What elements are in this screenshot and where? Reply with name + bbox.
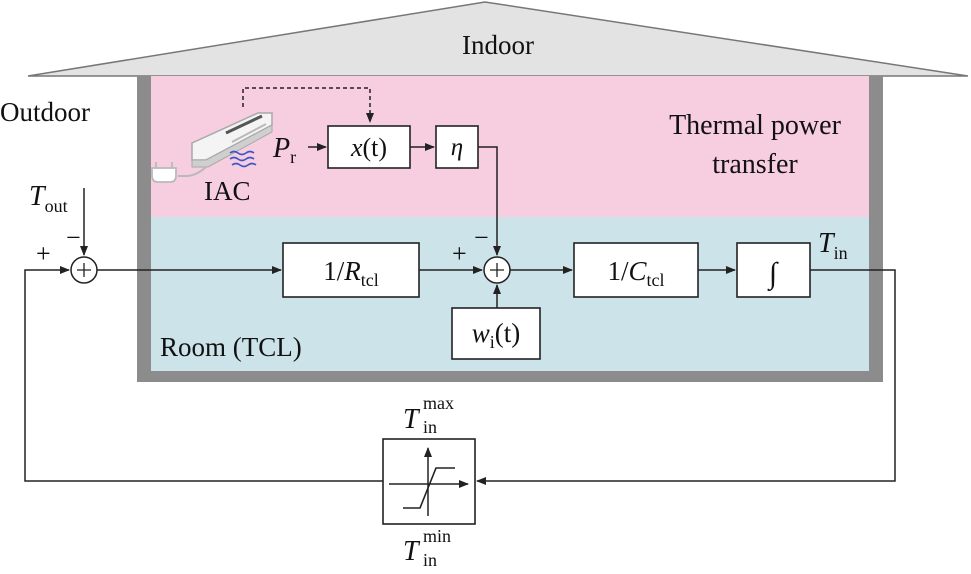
sum1-plus-sign: + (36, 239, 51, 268)
indoor-label: Indoor (462, 30, 534, 60)
integrator-block (736, 242, 811, 298)
thermal-power-label-line1: Thermal power (669, 110, 841, 141)
outdoor-summing-junction (70, 256, 98, 284)
svg-text:min: min (423, 526, 451, 546)
p-r-symbol: Pr (272, 133, 296, 167)
control-signal-block (327, 125, 411, 169)
sum2-plus-sign: + (452, 239, 467, 268)
signal-wires (24, 87, 896, 485)
t-out-symbol: Tout (29, 181, 68, 216)
svg-text:in: in (423, 417, 437, 437)
room-tcl-label: Room (TCL) (160, 332, 302, 362)
control-signal-label: x(t) (350, 133, 387, 162)
efficiency-block (435, 125, 479, 169)
svg-text:max: max (423, 393, 454, 413)
heat-summing-junction (483, 256, 511, 284)
svg-text:in: in (423, 550, 437, 570)
thermal-resistance-label: 1/Rtcl (323, 256, 379, 290)
saturation-feedback-wire (24, 266, 383, 482)
thermal-capacitance-label: 1/Ctcl (607, 256, 664, 290)
thermal-capacitance-block (573, 242, 699, 298)
thermal-power-zone (151, 76, 869, 217)
iac-label: IAC (204, 176, 251, 206)
saturation-block (382, 438, 476, 525)
svg-text:T: T (403, 536, 421, 567)
saturation-icon (389, 447, 469, 516)
disturbance-block (451, 307, 541, 360)
outdoor-label: Outdoor (0, 97, 90, 127)
t-in-min-symbol: T min in (403, 526, 451, 570)
t-in-max-symbol: T max in (403, 393, 454, 437)
svg-text:T: T (403, 404, 421, 435)
efficiency-label: η (451, 134, 463, 161)
integrator-label: ∫ (767, 257, 779, 292)
thermal-power-label-line2: transfer (712, 149, 798, 180)
air-conditioner-icon (151, 112, 273, 183)
sum1-minus-sign: − (66, 223, 81, 252)
sum2-minus-sign: − (474, 223, 489, 252)
t-in-symbol: Tin (818, 228, 848, 263)
eta-to-junction-arrow (478, 146, 501, 256)
output-feedback-wire (476, 269, 896, 485)
dashed-control-link (242, 87, 374, 123)
thermal-resistance-block (282, 242, 420, 298)
disturbance-label: wi(t) (472, 318, 521, 352)
